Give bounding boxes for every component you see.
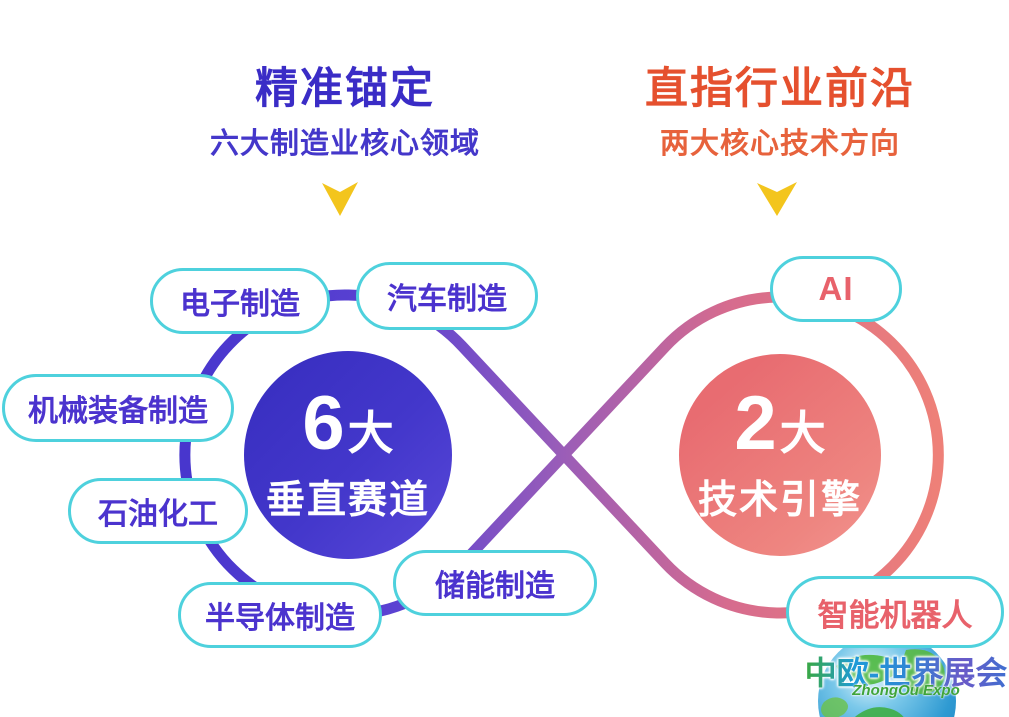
right-subtitle: 两大核心技术方向 xyxy=(659,128,900,161)
left-title: 精准锚定 xyxy=(255,65,435,113)
right-title: 直指行业前沿 xyxy=(645,65,915,113)
right-header: 直指行业前沿 两大核心技术方向 xyxy=(608,65,952,162)
bubble-energy-storage: 储能制造 xyxy=(393,550,597,616)
left-center-circle: 6 大 垂直赛道 xyxy=(244,351,452,559)
right-circle-unit: 大 xyxy=(779,406,826,459)
logo-title: 中欧-世界展会 xyxy=(804,648,1008,694)
bubble-petrochemical: 石油化工 xyxy=(68,478,248,544)
bubble-automobile-manufacturing: 汽车制造 xyxy=(356,262,538,330)
bubble-intelligent-robot: 智能机器人 xyxy=(786,576,1004,648)
globe-continents xyxy=(821,649,945,717)
left-subtitle: 六大制造业核心领域 xyxy=(209,128,480,161)
right-circle-number: 2 xyxy=(734,380,777,466)
right-circle-number-line: 2 大 xyxy=(734,380,826,466)
bubble-ai: AI xyxy=(770,256,902,322)
logo-subtitle: ZhongOu Expo xyxy=(852,682,960,699)
right-circle-label: 技术引擎 xyxy=(697,478,862,522)
bubble-machinery-equipment: 机械装备制造 xyxy=(2,374,234,442)
infinity-loop xyxy=(179,289,944,621)
left-circle-number-line: 6 大 xyxy=(302,380,394,466)
left-circle-number: 6 xyxy=(302,380,345,466)
left-circle-label: 垂直赛道 xyxy=(265,478,430,522)
left-circle-unit: 大 xyxy=(347,406,394,459)
left-header: 精准锚定 六大制造业核心领域 xyxy=(170,65,520,162)
right-center-circle: 2 大 技术引擎 xyxy=(679,354,881,556)
left-down-arrow-icon xyxy=(322,182,358,216)
bubble-electronics-manufacturing: 电子制造 xyxy=(150,268,330,334)
bubble-semiconductor: 半导体制造 xyxy=(178,582,382,648)
right-down-arrow-icon xyxy=(757,182,797,216)
